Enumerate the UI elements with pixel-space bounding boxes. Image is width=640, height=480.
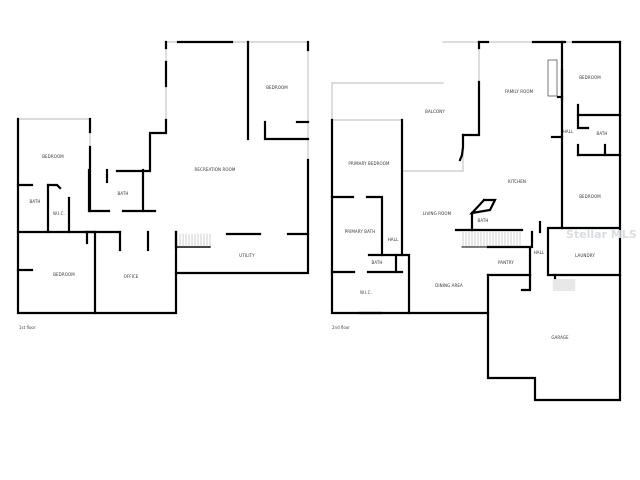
wall bbox=[46, 183, 62, 190]
room-label-utility: UTILITY bbox=[239, 253, 255, 258]
wall bbox=[461, 80, 481, 137]
wall bbox=[115, 118, 168, 173]
room-label-balcony: BALCONY bbox=[425, 109, 445, 114]
wall bbox=[546, 40, 622, 277]
fireplace bbox=[547, 59, 558, 97]
wall bbox=[469, 198, 497, 215]
wall bbox=[486, 273, 622, 402]
wall bbox=[458, 133, 465, 162]
room-label-wic: W.I.C. bbox=[53, 211, 65, 216]
room-label-pantry: PANTRY bbox=[498, 260, 514, 265]
wall bbox=[520, 273, 532, 292]
room-label-hall: HALL bbox=[533, 250, 545, 255]
room-label-bedroom: BEDROOM bbox=[53, 272, 75, 277]
wall bbox=[576, 113, 590, 130]
room-label-bedroom: BEDROOM bbox=[579, 75, 601, 80]
room-label-wic: W.I.C. bbox=[360, 290, 372, 295]
room-label-primary-bedroom: PRIMARY BEDROOM bbox=[348, 161, 390, 166]
room-label-hall: HALL bbox=[562, 129, 574, 134]
room-label-laundry: LAUNDRY bbox=[575, 253, 595, 258]
wall bbox=[365, 195, 384, 257]
wall bbox=[174, 158, 310, 275]
room-label-recreation-room: RECREATION ROOM bbox=[194, 167, 236, 172]
floor-label: 1st floor bbox=[19, 325, 36, 330]
room-label-dining-area: DINING AREA bbox=[435, 283, 463, 288]
room-label-bath: BATH bbox=[371, 260, 383, 265]
wall bbox=[87, 168, 111, 213]
room-label-living-room: LIVING ROOM bbox=[422, 211, 452, 216]
floor-label: 2nd floor bbox=[332, 325, 350, 330]
room-label-garage: GARAGE bbox=[551, 335, 569, 340]
wall bbox=[367, 253, 411, 315]
room-label-bedroom: BEDROOM bbox=[42, 154, 64, 159]
room-label-office: OFFICE bbox=[123, 274, 139, 279]
room-label-bath: BATH bbox=[596, 131, 608, 136]
room-label-bath: BATH bbox=[477, 218, 489, 223]
room-label-bath: BATH bbox=[117, 191, 129, 196]
wall bbox=[16, 117, 178, 315]
wall bbox=[263, 120, 310, 141]
watermark: Stellar MLS bbox=[566, 228, 637, 241]
room-label-kitchen: KITCHEN bbox=[507, 179, 527, 184]
room-label-bedroom: BEDROOM bbox=[579, 194, 601, 199]
room-label-family-room: FAMILY ROOM bbox=[504, 89, 534, 94]
wall bbox=[576, 103, 622, 117]
wall bbox=[330, 118, 490, 315]
room-label-primary-bath: PRIMARY BATH bbox=[344, 229, 376, 234]
room-label-bedroom: BEDROOM bbox=[266, 85, 288, 90]
room-label-hall: HALL bbox=[387, 237, 399, 242]
room-label-bath: BATH bbox=[29, 199, 41, 204]
